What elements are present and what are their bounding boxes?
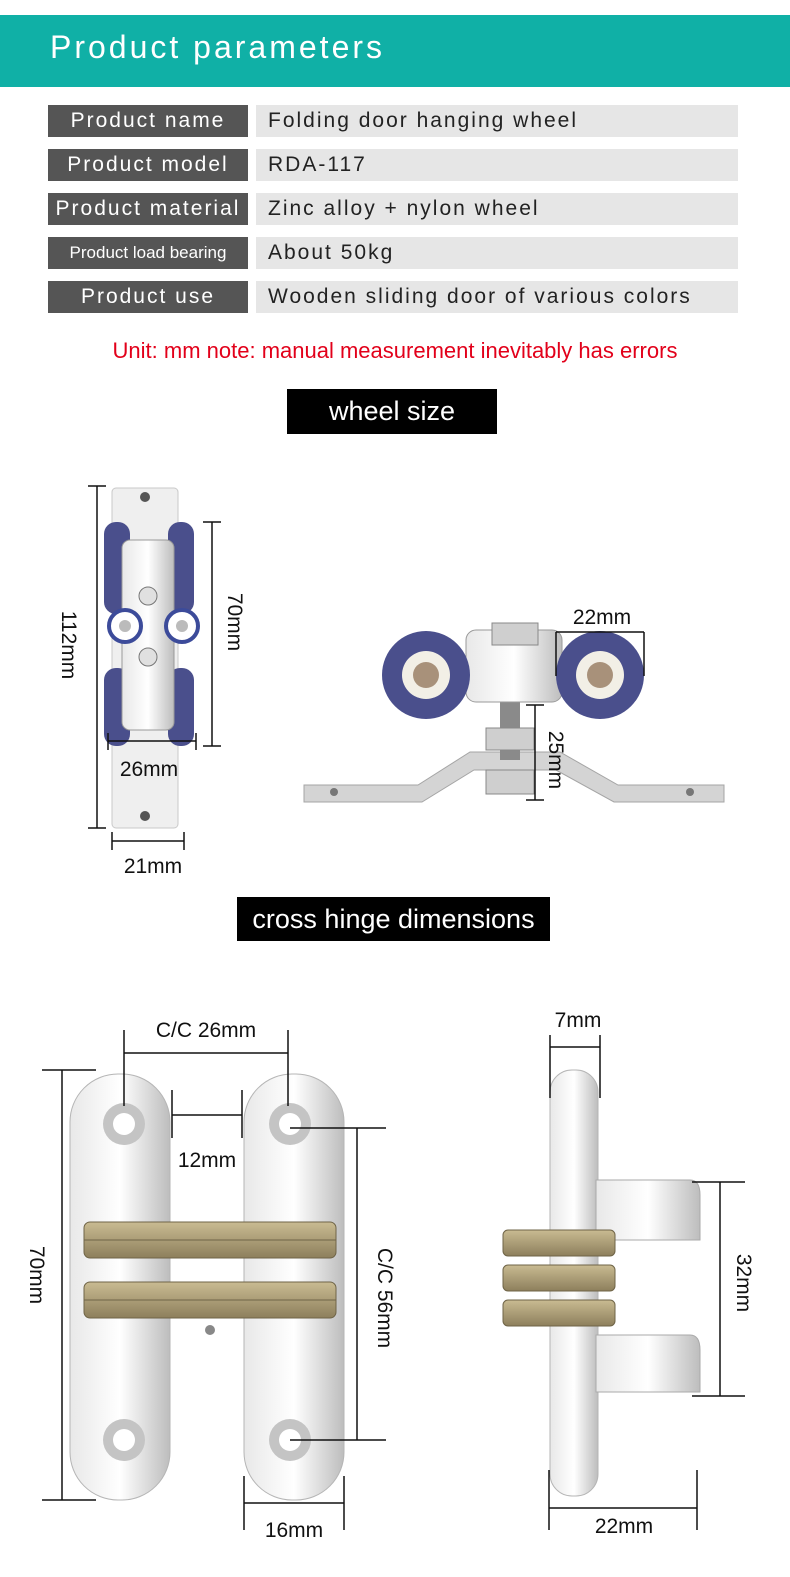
hinge-dimensions-heading: cross hinge dimensions xyxy=(237,897,550,941)
page-title: Product parameters xyxy=(50,29,386,65)
dim-wheel-width: 26mm xyxy=(120,758,178,781)
param-value: RDA-117 xyxy=(256,149,738,181)
param-row: Product load bearing About 50kg xyxy=(48,237,738,269)
param-label: Product model xyxy=(48,149,248,181)
param-value: Folding door hanging wheel xyxy=(256,105,738,137)
param-row: Product model RDA-117 xyxy=(48,149,738,181)
dim-bolt-length: 25mm xyxy=(544,731,567,789)
wheel-side-view xyxy=(303,622,725,803)
param-row: Product material Zinc alloy + nylon whee… xyxy=(48,193,738,225)
dim-hinge-gap: 12mm xyxy=(178,1149,236,1172)
dim-wheel-height: 112mm xyxy=(57,611,80,679)
dim-plate-width: 21mm xyxy=(124,855,182,878)
param-value: Zinc alloy + nylon wheel xyxy=(256,193,738,225)
hinge-side-view xyxy=(502,1069,701,1497)
dim-hinge-cc-top: C/C 26mm xyxy=(156,1019,256,1042)
dim-hinge-cc-side: C/C 56mm xyxy=(373,1248,396,1348)
dim-wheel-thickness: 22mm xyxy=(573,606,631,629)
wheel-front-view xyxy=(104,487,200,829)
dim-hinge-side-height: 32mm xyxy=(732,1254,755,1312)
hinge-front-view xyxy=(69,1073,345,1501)
wheel-size-heading: wheel size xyxy=(287,389,497,434)
param-label: Product material xyxy=(48,193,248,225)
param-value: About 50kg xyxy=(256,237,738,269)
param-label: Product load bearing xyxy=(48,237,248,269)
param-value: Wooden sliding door of various colors xyxy=(256,281,738,313)
dim-hinge-side-width: 22mm xyxy=(595,1515,653,1538)
param-label: Product name xyxy=(48,105,248,137)
dim-hinge-height: 70mm xyxy=(25,1246,48,1304)
unit-note: Unit: mm note: manual measurement inevit… xyxy=(112,338,678,363)
param-row: Product name Folding door hanging wheel xyxy=(48,105,738,137)
header-banner: Product parameters xyxy=(0,15,790,87)
param-row: Product use Wooden sliding door of vario… xyxy=(48,281,738,313)
param-label: Product use xyxy=(48,281,248,313)
dim-wheel-span: 70mm xyxy=(223,593,246,651)
dim-hinge-width-bottom: 16mm xyxy=(265,1519,323,1542)
dim-hinge-thickness: 7mm xyxy=(555,1009,602,1032)
